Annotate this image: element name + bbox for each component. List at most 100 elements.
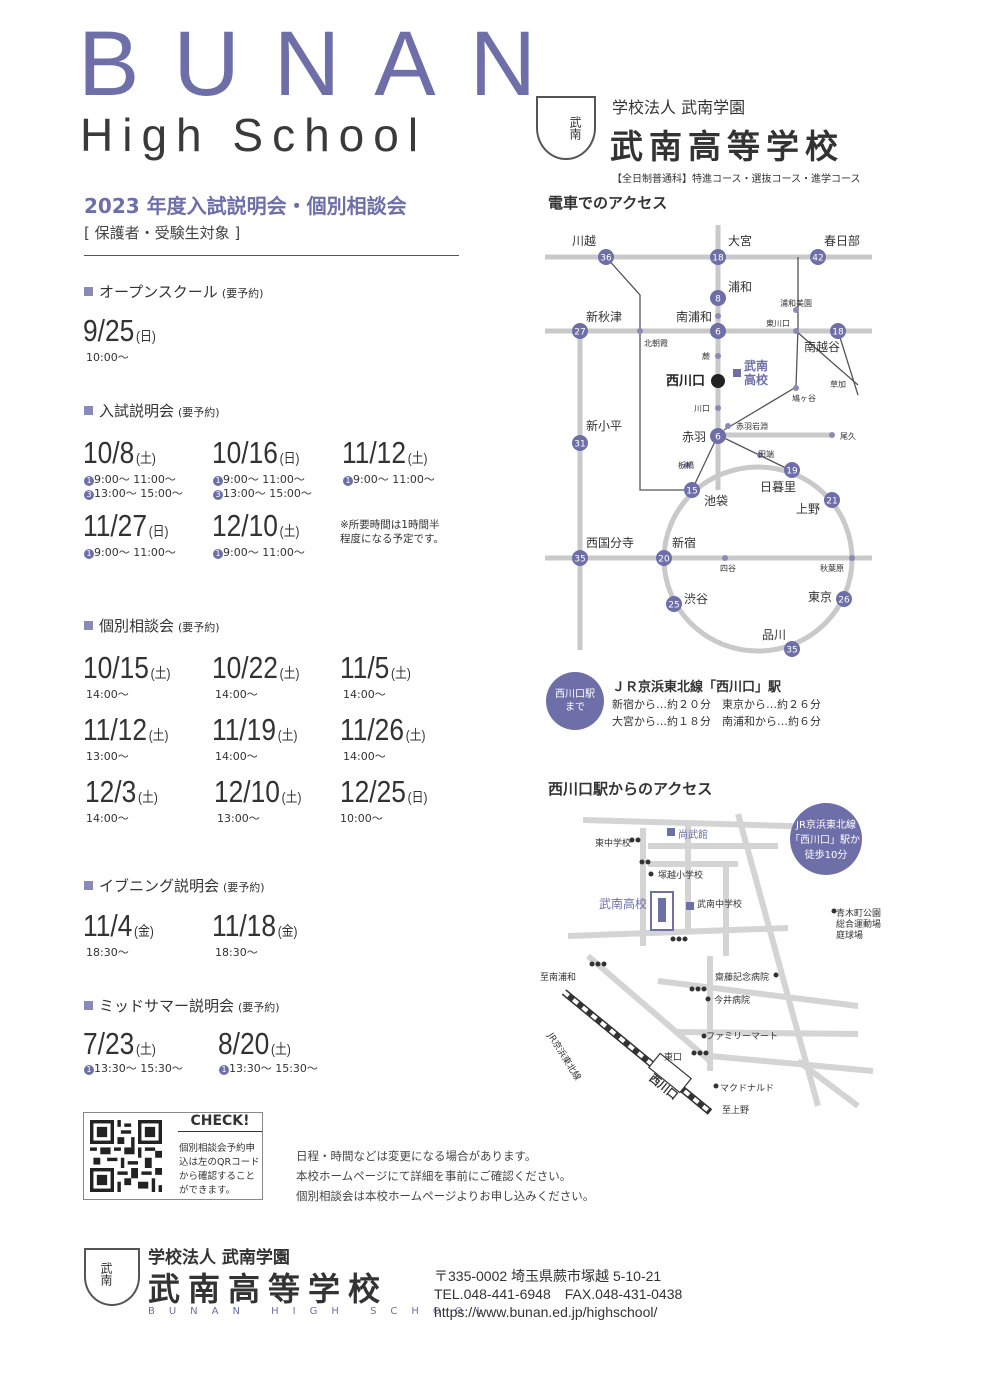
roads [567, 813, 874, 1109]
station-label-hisashi: 尾久 [840, 431, 856, 441]
event-date: 12/3(土) [85, 774, 158, 809]
footer-school-name-en: BUNAN HIGH SCHOOL [148, 1306, 497, 1317]
minutes-badge-nishikokubunji [572, 550, 588, 566]
event-date: 12/10(土) [214, 774, 302, 809]
footer-emblem-icon [84, 1248, 140, 1306]
station-label-shinakitsu: 新秋津 [586, 309, 622, 324]
station-label-hatogaya: 鳩ヶ谷 [792, 393, 816, 403]
label-familymart: ファミリーマート [706, 1032, 779, 1042]
event-date: 10/8(土) [83, 435, 156, 470]
notice-1: 日程・時間などは変更になる場合があります。 [296, 1149, 537, 1163]
section-note: (要予約) [223, 881, 265, 894]
label-mcdonalds: マクドナルド [720, 1084, 775, 1094]
station-label-nippori: 日暮里 [760, 480, 796, 494]
minutes-nippori: 19 [786, 467, 798, 477]
check-box [83, 1112, 263, 1200]
badge-to-nishikawaguchi: 西川口駅 まで [546, 672, 604, 730]
label-park: 青木町公園 総合運動場 庭球場 [836, 909, 882, 941]
event-time: 14:00～ [86, 812, 129, 825]
event-time: 13:00～ [86, 750, 129, 763]
station-label-minamikoshigaya: 南越谷 [804, 339, 840, 354]
minutes-shinkodaira: 31 [574, 440, 585, 450]
minutes-kasukabe: 42 [812, 254, 823, 264]
event-date: 12/10(土) [212, 508, 300, 543]
minutes-badge-minamiurawa [710, 323, 726, 339]
station-label-shinkodaira: 新小平 [586, 418, 622, 433]
label-school: 武南高校 [599, 897, 648, 911]
station-label-kitaasaka: 北朝霞 [644, 339, 668, 348]
section-title: オープンスクール [99, 283, 218, 301]
station-box [647, 1052, 693, 1094]
walk-access-heading: 西川口駅からのアクセス [548, 780, 713, 798]
section-title: イブニング説明会 [99, 877, 220, 895]
bullet-square [84, 287, 93, 296]
event-date: 11/4(金) [83, 908, 154, 943]
label-east-exit: 東口 [664, 1053, 683, 1063]
bullet-square [84, 621, 93, 630]
station-label-shinagawa: 品川 [762, 628, 786, 642]
section-note: (要予約) [238, 1001, 280, 1014]
label-to-ueno: 至上野 [722, 1106, 750, 1116]
station-label-itabashi: 板橋 [678, 460, 694, 470]
emblem-text: 武南 [99, 1262, 113, 1286]
event-date: 11/12(土) [342, 435, 428, 470]
divider [84, 255, 459, 256]
event-time: 18:30～ [215, 946, 258, 959]
map-dots [589, 837, 837, 1089]
railway [561, 989, 713, 1115]
minutes-badge-omiya [710, 249, 726, 265]
minutes-badge-akabane [710, 428, 726, 444]
event-time: 14:00～ [215, 688, 258, 701]
event-date: 9/25(日) [83, 313, 156, 348]
minutes-badge-shibuya [666, 596, 682, 612]
station-label-akabaneiwabuchi: 赤羽岩淵 [736, 421, 768, 431]
check-text: 個別相談会予約申込は左のQRコードから確認することができます。 [179, 1143, 260, 1196]
section-note: (要予約) [221, 287, 264, 300]
event-date: 8/20(土) [218, 1026, 291, 1061]
qr-code-icon[interactable] [90, 1120, 162, 1192]
event-date: 11/26(土) [340, 712, 426, 747]
station-label-akihabara: 秋葉原 [820, 563, 844, 573]
event-time: 14:00～ [86, 688, 129, 701]
event-date: 11/12(土) [83, 712, 169, 747]
section-note: (要予約) [178, 621, 220, 634]
label-saito: 齋藤記念病院 [715, 973, 770, 983]
target-audience: [ 保護者・受験生対象 ] [84, 224, 241, 242]
section-title: ミッドサマー説明会 [99, 997, 235, 1015]
title-high-school: High School [80, 109, 428, 161]
minutes-minamikoshigaya: 18 [832, 328, 844, 338]
minutes-badge-kasukabe [810, 249, 826, 265]
section-midsummer: ミッドサマー説明会(要予約) [84, 995, 280, 1016]
footer-address: 〒335-0002 埼玉県蕨市塚越 5-10-21 [434, 1268, 662, 1284]
minutes-badge-kawagoe [598, 249, 614, 265]
station-label-akabane: 赤羽 [682, 430, 706, 444]
event-time: 14:00～ [343, 750, 386, 763]
school-corp: 学校法人 武南学園 [612, 98, 746, 117]
school-courses: 【全日制普通科】特進コース・選抜コース・進学コース [612, 174, 861, 185]
travel-times-2: 大宮から…約１８分 南浦和から…約６分 [612, 715, 821, 728]
footer-url[interactable]: https://www.bunan.ed.jp/highschool/ [434, 1304, 658, 1320]
label-imai: 今井病院 [714, 996, 751, 1006]
minutes-badge-shinjuku [656, 550, 672, 566]
event-date: 11/5(土) [340, 650, 411, 685]
station-label-kawagoe: 川越 [572, 234, 596, 248]
emblem-text: 武南 [568, 116, 582, 140]
minutes-shinjuku: 20 [658, 555, 670, 565]
minutes-badge-ueno [824, 492, 840, 508]
label-bunan-jhs: 武南中学校 [697, 900, 743, 910]
footer-school-name: 武南高等学校 [148, 1270, 389, 1308]
bullet-square [84, 1001, 93, 1010]
minutes-minamiurawa: 6 [715, 328, 721, 338]
school-marker-icon [733, 369, 741, 377]
section-evening: イブニング説明会(要予約) [84, 875, 265, 896]
minutes-badge-ikebukuro [684, 482, 700, 498]
event-date: 10/15(土) [83, 650, 171, 685]
station-label-yotsuya: 四谷 [720, 564, 736, 573]
minutes-tokyo: 26 [838, 596, 850, 606]
station-label-urawamisono: 浦和美園 [780, 298, 812, 308]
